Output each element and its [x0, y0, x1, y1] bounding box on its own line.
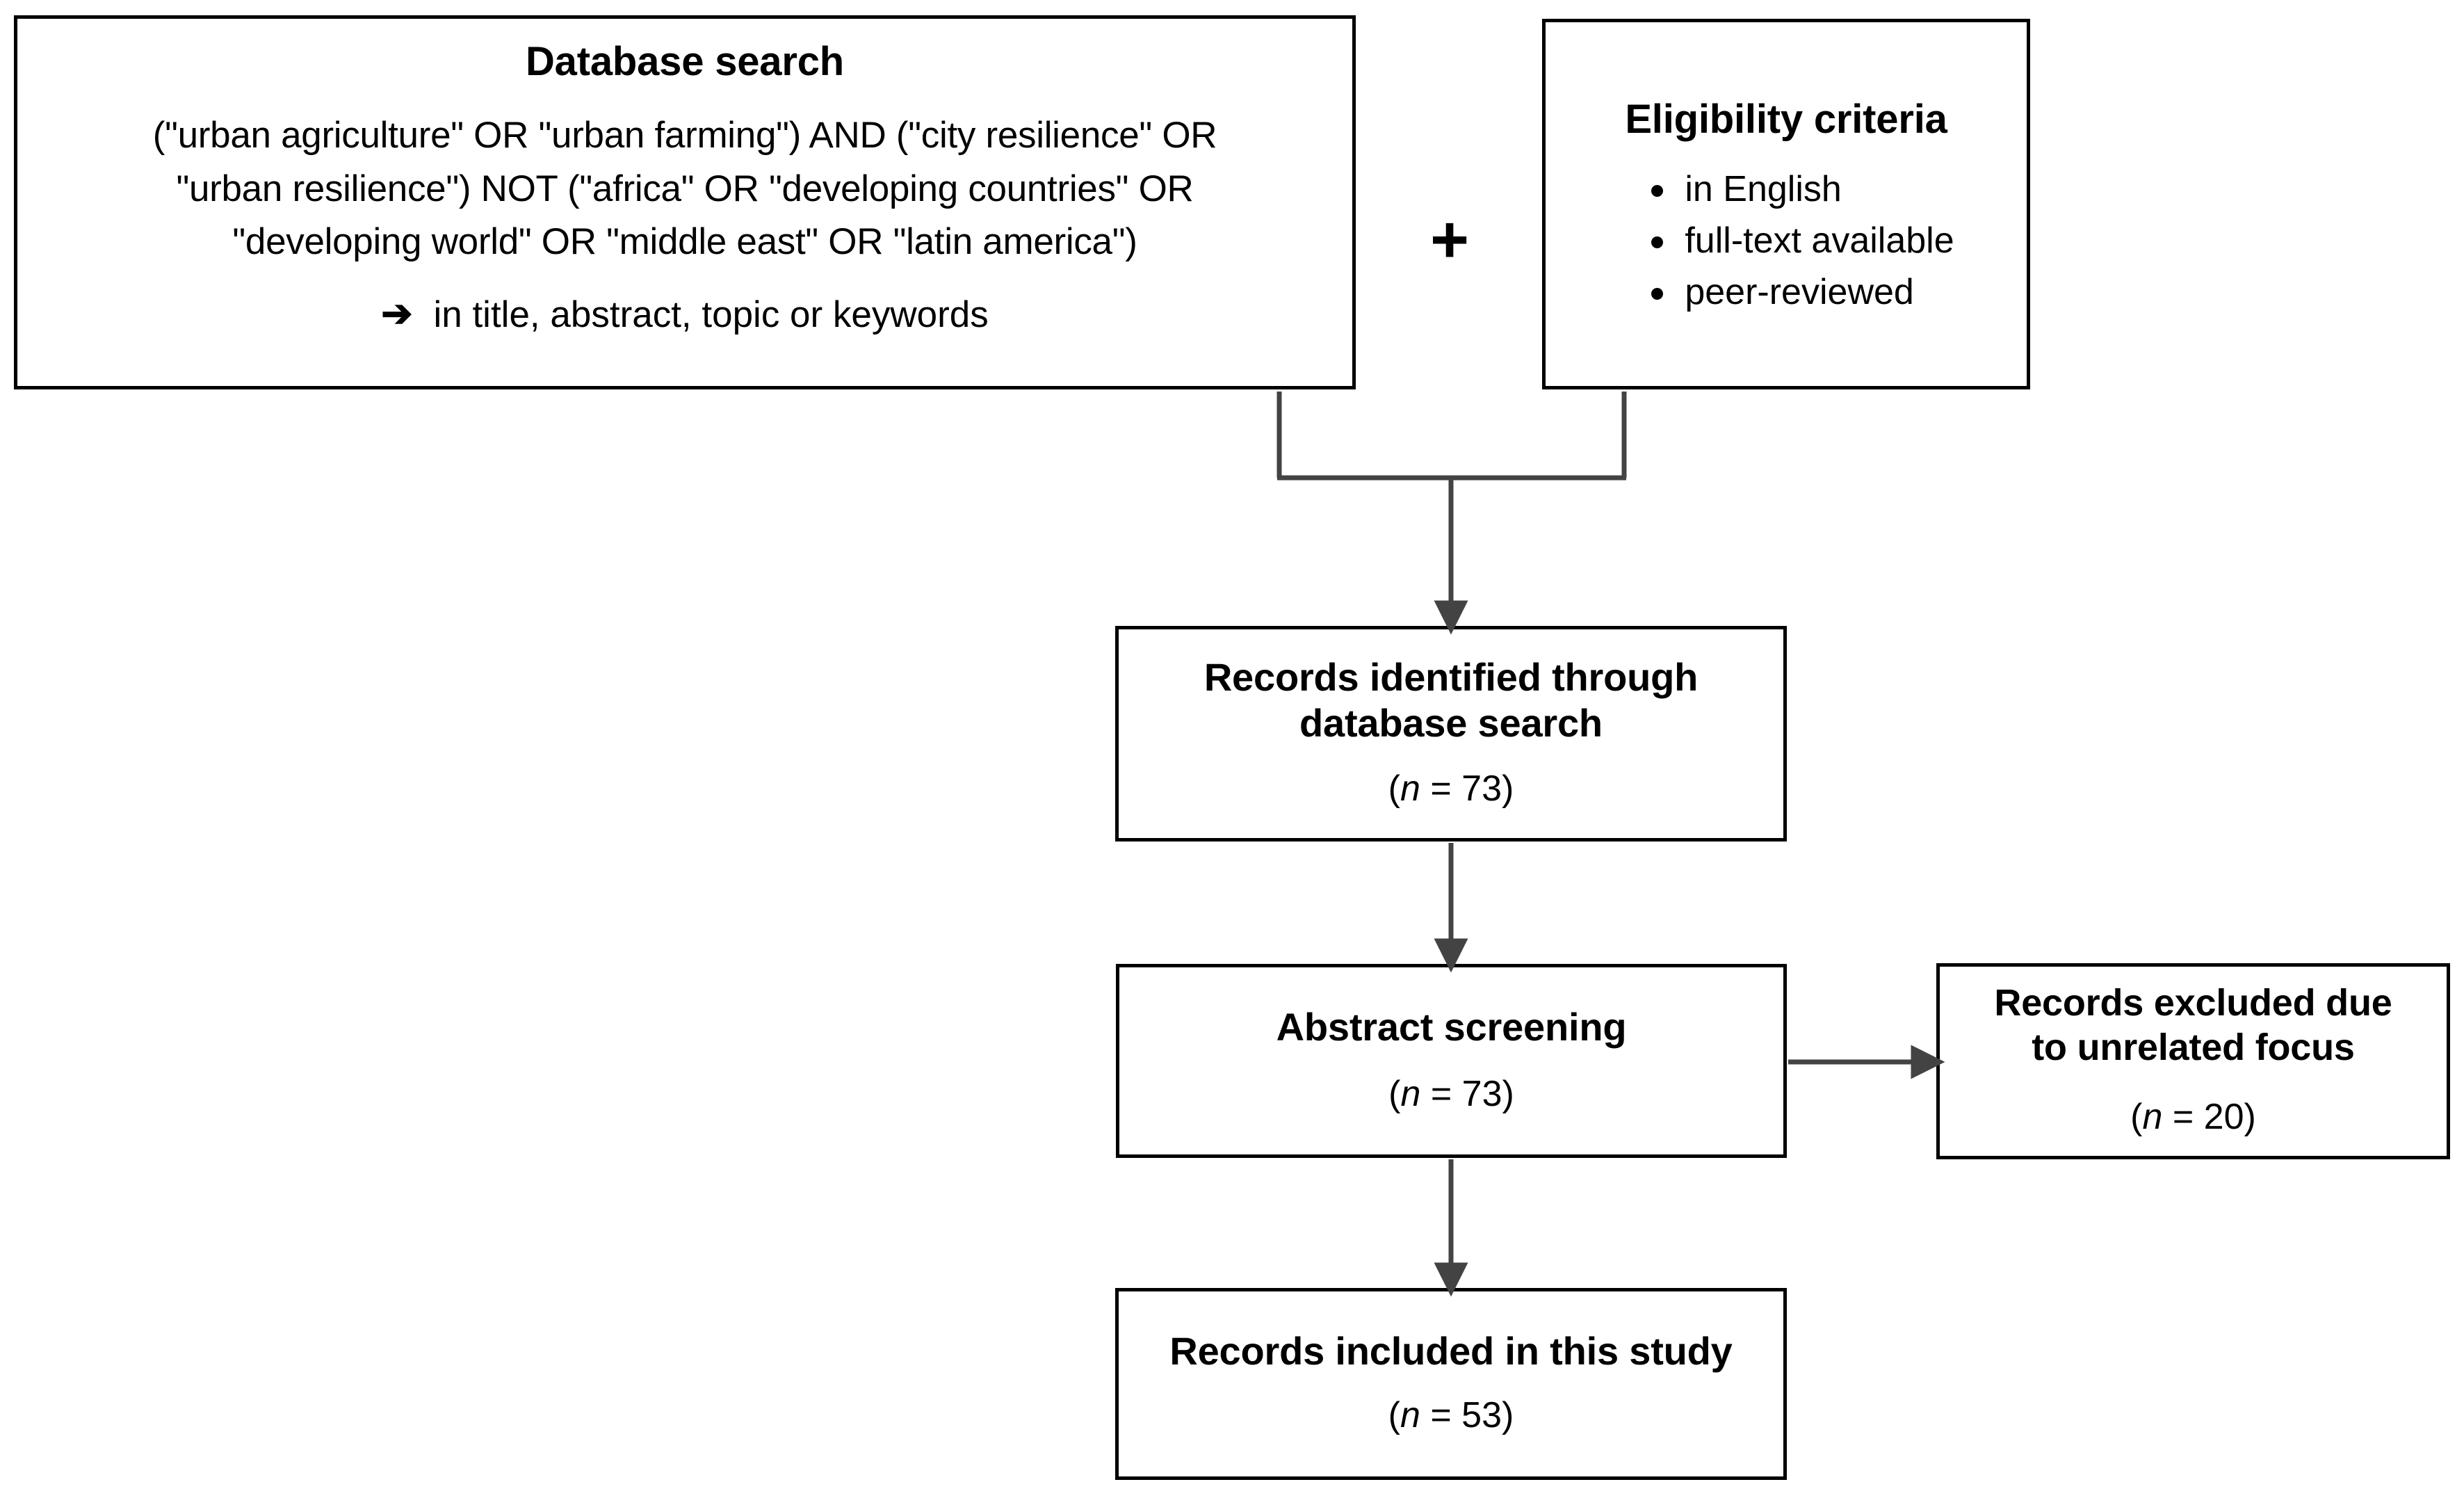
n-symbol: n [1400, 768, 1420, 810]
n-symbol: n [2142, 1096, 2163, 1137]
paren-open: ( [1388, 768, 1400, 810]
records-included-title: Records included in this study [1169, 1329, 1733, 1374]
database-search-box: Database search ("urban agriculture" OR … [14, 15, 1356, 389]
abstract-screening-box: Abstract screening (n = 73) [1116, 964, 1787, 1158]
records-identified-title-line-1: Records identified through [1203, 655, 1699, 700]
list-item: in English [1647, 164, 1954, 216]
paren-close: ) [2244, 1096, 2256, 1137]
paren-close: ) [1502, 1395, 1514, 1436]
records-identified-box: Records identified through database sear… [1115, 626, 1787, 841]
paren-close: ) [1502, 768, 1514, 810]
database-search-scope: ➔ in title, abstract, topic or keywords [381, 293, 989, 336]
abstract-screening-count: (n = 73) [1388, 1071, 1514, 1118]
database-search-query-line-3: "developing world" OR "middle east" OR "… [232, 221, 1137, 263]
paren-open: ( [2130, 1096, 2143, 1137]
equals-sign: = [1420, 768, 1462, 810]
equals-sign: = [1420, 1395, 1462, 1436]
database-search-query-line-2: "urban resilience") NOT ("africa" OR "de… [176, 168, 1194, 209]
records-identified-title-line-2: database search [1299, 701, 1603, 746]
records-excluded-box: Records excluded due to unrelated focus … [1936, 963, 2450, 1159]
plus-operator-icon: + [1429, 202, 1470, 277]
records-excluded-title-line-1: Records excluded due [1994, 982, 2392, 1024]
records-included-box: Records included in this study (n = 53) [1115, 1288, 1787, 1480]
count-value: 53 [1461, 1395, 1502, 1436]
equals-sign: = [2162, 1096, 2204, 1137]
records-excluded-title-line-2: to unrelated focus [2032, 1026, 2355, 1069]
abstract-screening-title: Abstract screening [1276, 1004, 1627, 1049]
records-identified-count: (n = 73) [1388, 766, 1514, 813]
list-item: full-text available [1647, 216, 1954, 267]
eligibility-criteria-box: Eligibility criteria in English full-tex… [1542, 19, 2030, 389]
count-value: 73 [1461, 1073, 1502, 1114]
eligibility-criteria-title: Eligibility criteria [1625, 97, 1947, 142]
records-excluded-count: (n = 20) [2130, 1094, 2256, 1141]
n-symbol: n [1400, 1395, 1420, 1436]
records-identified-title: Records identified through database sear… [1203, 654, 1699, 746]
eligibility-criteria-list: in English full-text available peer-revi… [1618, 164, 1954, 318]
database-search-scope-text: in title, abstract, topic or keywords [433, 294, 989, 336]
count-value: 73 [1461, 768, 1502, 810]
equals-sign: = [1420, 1073, 1462, 1114]
database-search-query-line-1: ("urban agriculture" OR "urban farming")… [152, 115, 1217, 156]
n-symbol: n [1400, 1073, 1421, 1114]
records-included-count: (n = 53) [1388, 1392, 1514, 1440]
paren-close: ) [1502, 1073, 1514, 1114]
count-value: 20 [2203, 1096, 2244, 1137]
records-excluded-title: Records excluded due to unrelated focus [1994, 981, 2392, 1070]
paren-open: ( [1388, 1395, 1400, 1436]
database-search-title: Database search [525, 39, 845, 84]
right-arrow-icon: ➔ [381, 292, 413, 335]
list-item: peer-reviewed [1647, 267, 1954, 319]
paren-open: ( [1388, 1073, 1401, 1114]
database-search-query: ("urban agriculture" OR "urban farming")… [153, 109, 1217, 268]
